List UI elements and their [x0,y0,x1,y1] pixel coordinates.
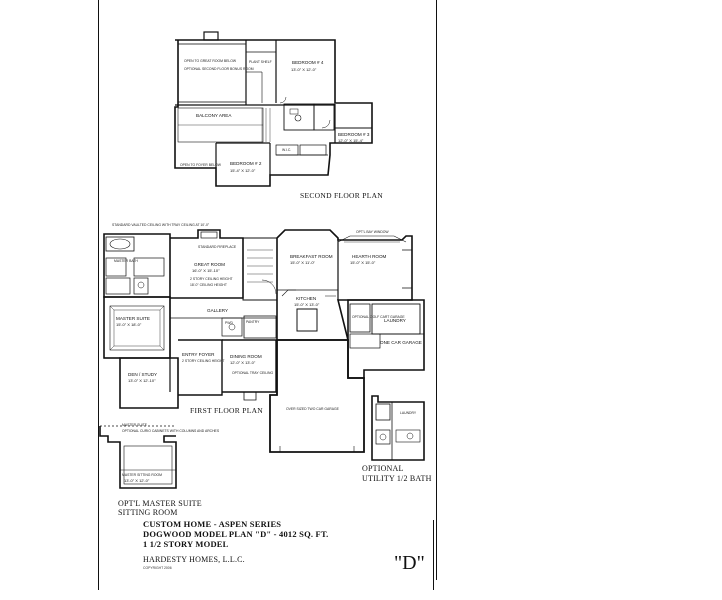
label-den-study: DEN / STUDY [128,372,157,377]
utility-bath-plan [371,395,425,461]
label-wic: W.I.C. [282,148,291,152]
label-bedroom-4-dim: 13'-0" X 12'-0" [291,67,317,72]
label-master-bath: MASTER BATH [114,259,138,263]
label-kitchen-dim: 15'-0" X 13'-0" [294,302,320,307]
label-bedroom-3-dim: 12'-0" X 15'-4" [338,138,364,143]
sitting-caption-line2: SITTING ROOM [118,508,178,517]
frame-right-line [436,0,437,580]
label-great-room-note2: 18'-0" CEILING HEIGHT [190,283,227,287]
label-sitting-note: OPTIONAL CURIO CABINETS WITH COLUMNS AND… [122,429,220,433]
label-opt-bay: OPT'L BAY WINDOW [356,230,389,234]
label-optional-second-floor: OPTIONAL SECOND FLOOR BONUS ROOM [184,67,254,71]
utility-caption-line1: OPTIONAL [362,464,404,473]
copyright-note: COPYRIGHT 2006 [143,566,172,570]
title-line1: CUSTOM HOME - ASPEN SERIES [143,519,282,529]
label-powder: PWD [225,321,233,325]
label-great-room-dim: 16'-0" X 15'-10" [192,268,220,273]
label-bedroom-2-dim: 15'-4" X 12'-0" [230,168,256,173]
label-one-car-garage: ONE CAR GARAGE [380,340,422,345]
label-dining-dim: 12'-0" X 13'-0" [230,360,256,365]
label-master-suite: MASTER SUITE [116,316,150,321]
label-kitchen: KITCHEN [296,296,316,301]
label-laundry: LAUNDRY [384,318,406,323]
label-bedroom-3: BEDROOM # 3 [338,132,370,137]
label-pantry: PANTRY [246,320,260,324]
label-master-sitting-dim: 13'-0" X 12'-0" [124,478,150,483]
label-hearth-dim: 15'-0" X 15'-0" [350,260,376,265]
sitting-room-plan [99,425,177,489]
title-line3: 1 1/2 STORY MODEL [143,539,229,549]
label-entry-note: 2 STORY CEILING HEIGHT [182,359,225,363]
label-dining-room: DINING ROOM [230,354,262,359]
label-hearth-room: HEARTH ROOM [352,254,387,259]
label-great-room-note: 2 STORY CEILING HEIGHT [190,277,233,281]
label-master-bath-note: STANDARD VAULTED CEILING WITH TRAY CEILI… [112,223,210,227]
label-breakfast-room: BREAKFAST ROOM [290,254,333,259]
label-breakfast-dim: 15'-0" X 11'-0" [290,260,316,265]
frame-right-line-lower [433,520,434,590]
second-floor-plan [174,31,373,187]
title-line2: DOGWOOD MODEL PLAN "D" - 4012 SQ. FT. [143,529,329,539]
label-plant-shelf: PLANT SHELF [249,60,272,64]
first-floor-plan [103,229,425,453]
label-den-dim: 13'-0" X 12'-10" [128,378,156,383]
label-great-room: GREAT ROOM [194,262,225,267]
label-bedroom-4: BEDROOM # 4 [292,60,324,65]
frame-left-line [98,0,99,590]
first-floor-title: FIRST FLOOR PLAN [190,406,263,415]
label-great-room-fireplace: STANDARD FIREPLACE [198,245,237,249]
label-open-to-foyer: OPEN TO FOYER BELOW [180,163,222,167]
label-gallery: GALLERY [207,308,228,313]
label-entry-foyer: ENTRY FOYER [182,352,215,357]
utility-caption-line2: UTILITY 1/2 BATH [362,474,432,483]
label-bedroom-2: BEDROOM # 2 [230,161,262,166]
second-floor-title: SECOND FLOOR PLAN [300,191,383,200]
label-master-sitting-room: MASTER SITTING ROOM [122,473,162,477]
label-open-to-great-room: OPEN TO GREAT ROOM BELOW [184,59,237,63]
label-sitting-master-suite: MASTER SUITE [122,423,148,427]
label-master-suite-dim: 15'-0" X 18'-0" [116,322,142,327]
label-two-car-garage: OVER SIZED TWO CAR GARAGE [286,407,340,411]
label-dining-note: OPTIONAL TRAY CEILING [232,371,273,375]
label-balcony-area: BALCONY AREA [196,113,232,118]
sitting-caption-line1: OPT'L MASTER SUITE [118,499,202,508]
label-golf-cart: OPTIONAL GOLF CART GARAGE [352,315,405,319]
plan-letter: "D" [394,552,425,574]
label-utility-laundry: LAUNDRY [400,411,417,415]
company-name: HARDESTY HOMES, L.L.C. [143,555,245,564]
